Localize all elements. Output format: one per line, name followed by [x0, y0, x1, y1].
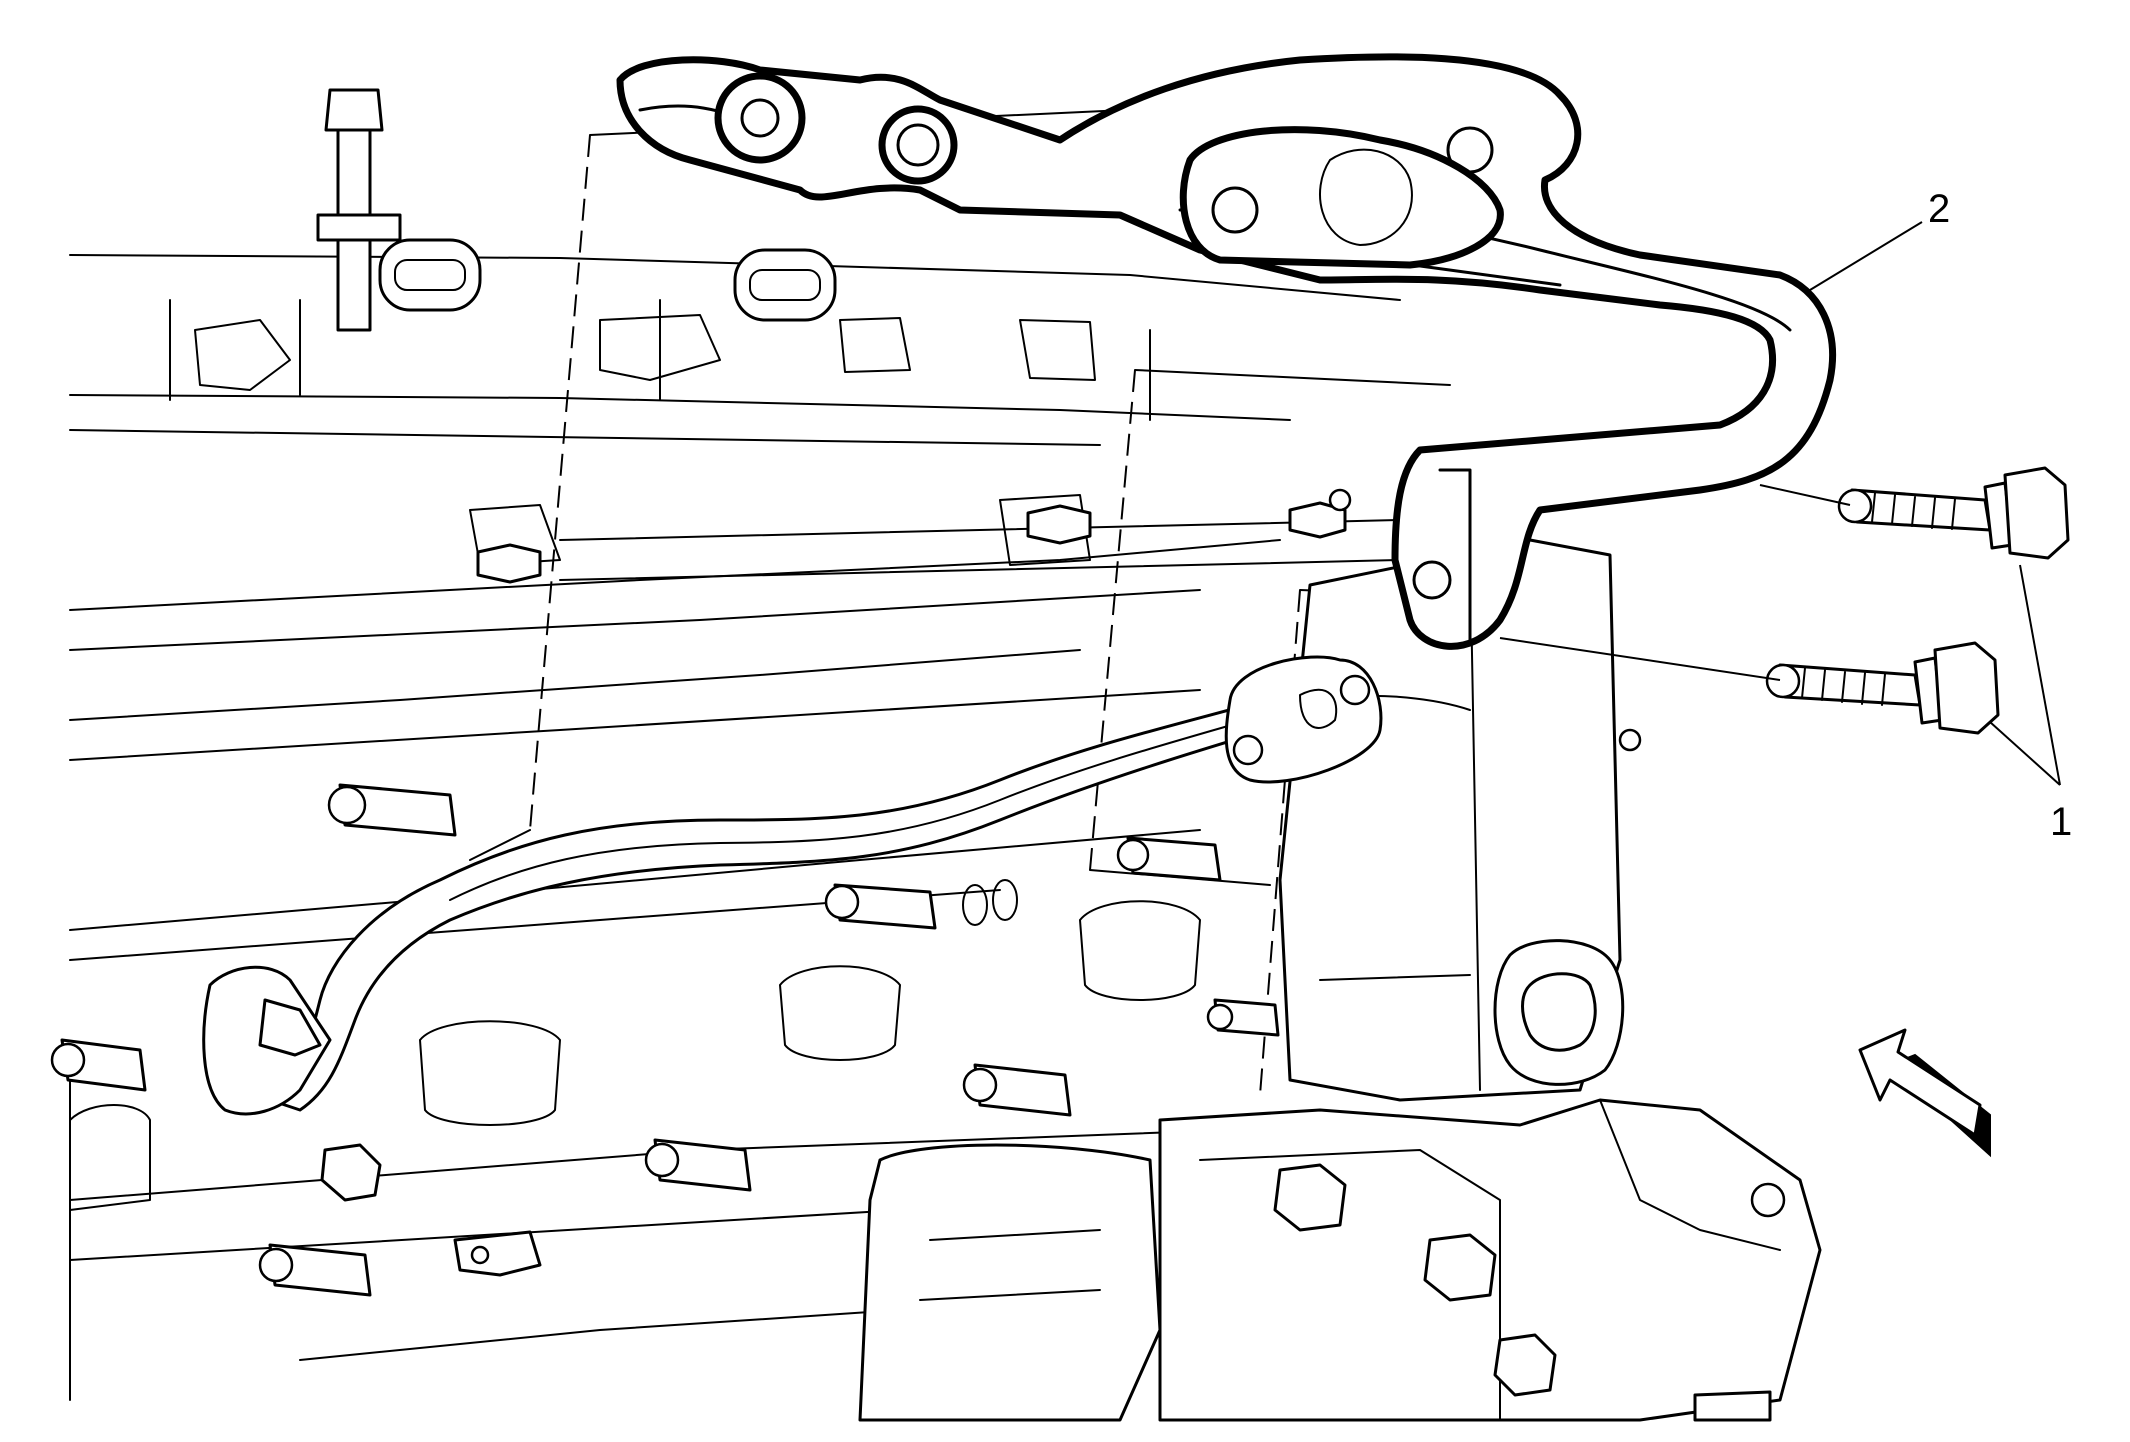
egr-lower-tube — [202, 688, 1302, 1116]
electrical-connector-1 — [378, 238, 482, 312]
stud-2 — [824, 883, 937, 930]
bolt-alignment-line-lower — [1499, 637, 1781, 681]
sensor-stud — [316, 88, 402, 332]
callout-2-label: 2 — [1928, 187, 1950, 231]
lower-housing — [320, 1098, 1822, 1422]
exhaust-ports — [69, 879, 1201, 1211]
stud-6 — [644, 1138, 752, 1192]
callout-2-leader — [1809, 221, 1923, 291]
stud-7 — [258, 1243, 372, 1297]
stud-1 — [327, 783, 457, 837]
flange-bolt-upper — [1837, 466, 2070, 560]
callout-1: 1 — [1989, 564, 2072, 844]
stud-8 — [1206, 998, 1280, 1037]
callout-1-label: 1 — [2050, 800, 2072, 844]
manifold-studs — [50, 783, 1280, 1297]
callout-1-leader-a — [2019, 564, 2061, 786]
egr-valve-body — [1224, 488, 1642, 1102]
electrical-connector-2 — [733, 248, 837, 322]
bolt-alignment-line-upper — [1759, 484, 1851, 506]
flange-bolt-lower — [1765, 641, 2000, 735]
stud-5 — [962, 1063, 1072, 1117]
callout-1-leader-b — [1989, 721, 2061, 786]
stud-3 — [1116, 836, 1222, 882]
stud-4 — [50, 1038, 147, 1092]
callout-2: 2 — [1809, 187, 1950, 291]
arrow-icon — [1858, 1028, 1991, 1158]
egr-pipe — [616, 53, 1837, 650]
head-bolt-row — [476, 501, 1347, 584]
